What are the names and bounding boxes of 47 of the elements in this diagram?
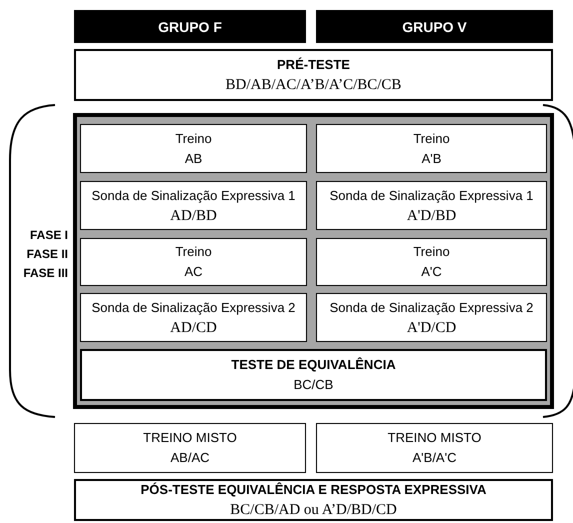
phase-label: FASE III — [23, 265, 68, 282]
step-box — [80, 124, 307, 173]
step-title: Treino — [413, 243, 450, 261]
step-box — [80, 293, 307, 342]
step-title: Sonda de Sinalização Expressiva 2 — [330, 298, 534, 317]
step-title: Sonda de Sinalização Expressiva 2 — [92, 298, 296, 317]
step-title: Treino — [175, 130, 212, 148]
step-title: TREINO MISTO — [388, 429, 482, 447]
step-title: TREINO MISTO — [143, 429, 237, 447]
step-box — [74, 423, 306, 473]
step-box — [316, 181, 547, 230]
stimulus-relations: BC/CB — [294, 376, 334, 394]
stage-box — [74, 479, 553, 521]
step-box — [316, 293, 547, 342]
step-title: TESTE DE EQUIVALÊNCIA — [231, 356, 396, 374]
step-title: Treino — [413, 130, 450, 148]
group-header — [74, 10, 306, 43]
step-title: Sonda de Sinalização Expressiva 1 — [330, 186, 534, 205]
stimulus-relations: AC — [184, 263, 203, 281]
phase-label: FASE I — [30, 227, 68, 244]
stimulus-relations: AB/AC — [170, 449, 210, 467]
stimulus-relations: A'B — [422, 150, 442, 168]
phase-label: FASE II — [26, 246, 68, 263]
stimulus-relations: AD/BD — [170, 206, 217, 226]
step-title: Treino — [175, 243, 212, 261]
step-box — [316, 124, 547, 173]
column-heading: GRUPO F — [158, 18, 222, 36]
stage-box — [80, 349, 547, 401]
step-box — [316, 423, 553, 473]
stimulus-relations: AB — [184, 150, 202, 168]
step-title: Sonda de Sinalização Expressiva 1 — [92, 186, 296, 205]
stage-box — [74, 49, 553, 101]
stimulus-relations: A'C — [421, 263, 442, 281]
phase-panel — [74, 114, 553, 408]
step-box — [316, 238, 547, 286]
stimulus-relations: A'D/BD — [406, 206, 456, 226]
stimulus-relations: BC/CB/AD ou A’D/BD/CD — [230, 501, 397, 520]
stimulus-relations: A'B/A'C — [412, 449, 456, 467]
group-header — [316, 10, 553, 43]
stimulus-relations: AD/CD — [170, 318, 217, 338]
stimulus-relations: BD/AB/AC/A’B/A’C/BC/CB — [226, 76, 402, 95]
step-title: PRÉ-TESTE — [277, 56, 350, 74]
step-box — [80, 238, 307, 286]
column-heading: GRUPO V — [402, 18, 467, 36]
step-title: PÓS-TESTE EQUIVALÊNCIA E RESPOSTA EXPRESSIVA — [140, 481, 486, 499]
stimulus-relations: A'D/CD — [406, 318, 456, 338]
step-box — [80, 181, 307, 230]
